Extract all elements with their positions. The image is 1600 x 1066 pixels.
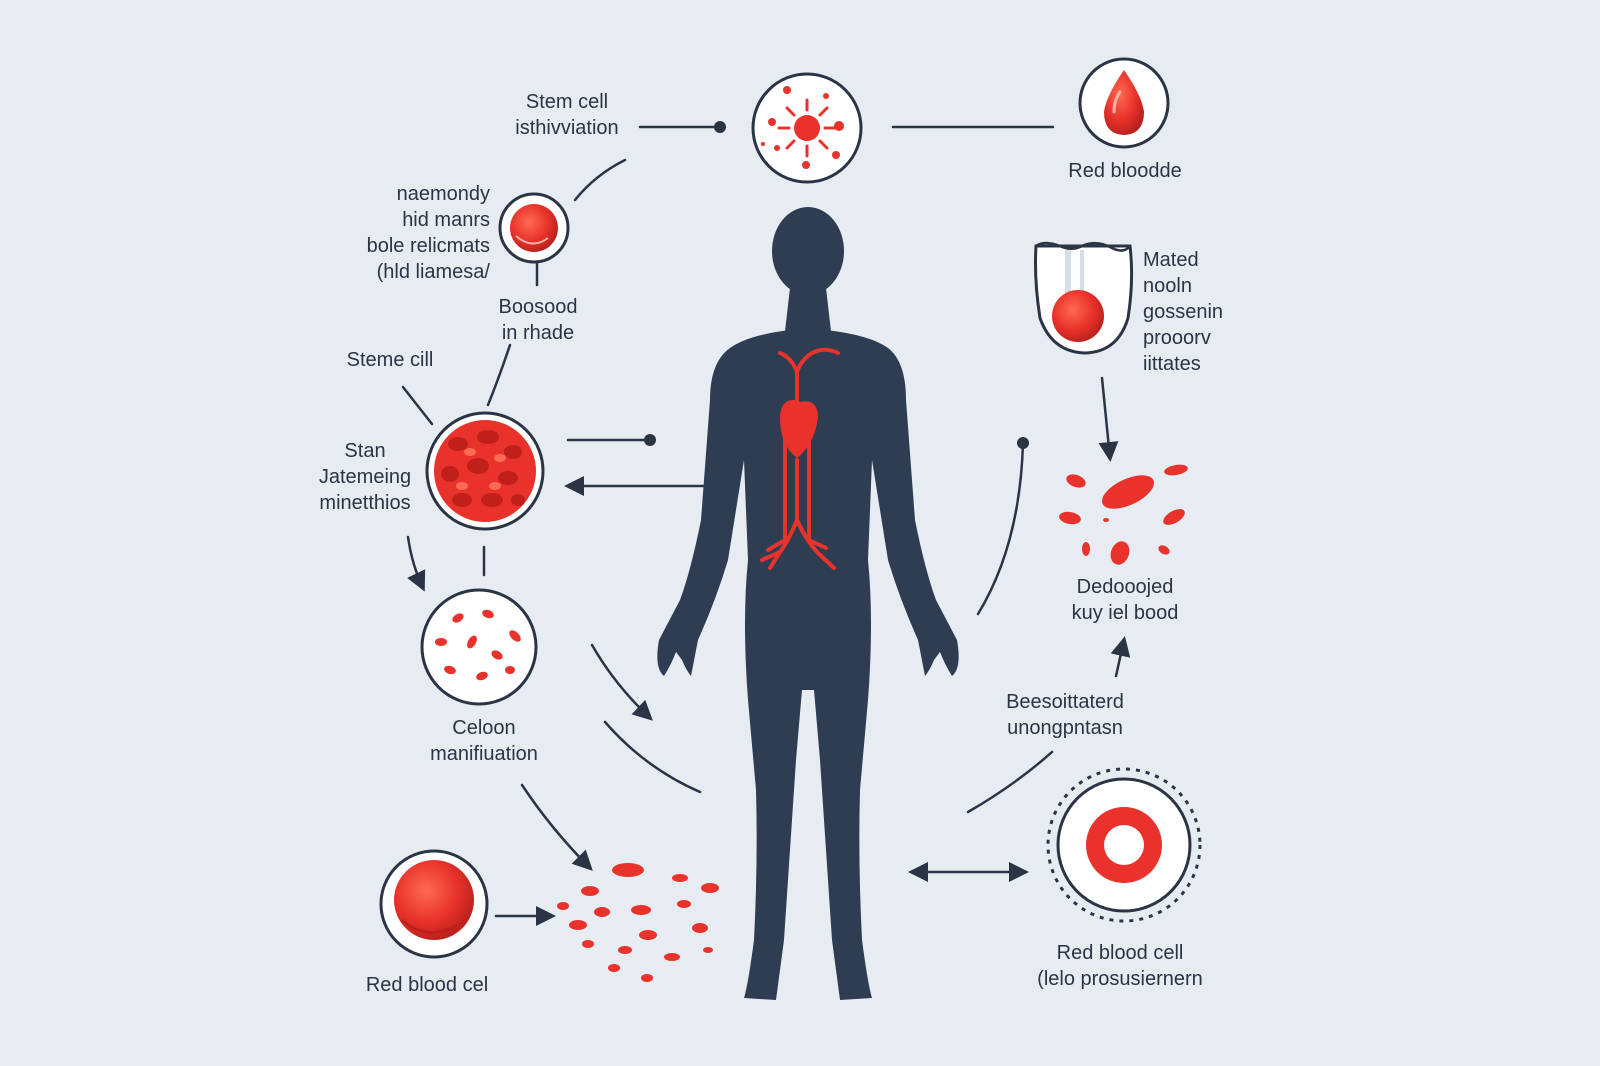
label-celoon: Celoon manifiuation xyxy=(430,717,538,765)
label-mated: Mated nooln gossenin prooorv iittates xyxy=(1143,249,1224,375)
blood-cup-icon xyxy=(1034,241,1134,355)
line-steme-to-cluster xyxy=(401,385,434,426)
label-beesoittaterd: Beesoittaterd unongpntasn xyxy=(1006,691,1124,739)
label-steme-cill: Steme cill xyxy=(346,349,434,371)
label-red-blood-cel: Red blood cel xyxy=(365,974,489,996)
curve-bees-to-ring xyxy=(966,750,1054,814)
floating-red-cells-icon xyxy=(1059,464,1188,565)
human-silhouette-icon xyxy=(657,207,959,1000)
label-decooojed: Dedooojed kuy iel bood xyxy=(1071,576,1179,624)
label-haemondy: naemondy hid manrs bole relicmats (hld l… xyxy=(366,183,490,283)
body-torso xyxy=(657,330,959,1000)
curve-body-lower xyxy=(603,720,702,794)
arrow-body-diag xyxy=(590,643,653,721)
red-cell-icon xyxy=(498,192,570,264)
body-head xyxy=(772,207,844,295)
arrow-stan-down xyxy=(406,535,426,592)
arrow-up-decooojed xyxy=(1110,636,1131,678)
label-red-blood-cell: Red blood cell (lelo prosusiernern xyxy=(1037,942,1203,990)
body-neck xyxy=(784,288,832,340)
large-red-cell-icon xyxy=(379,849,489,959)
curve-right-body xyxy=(976,437,1029,616)
label-stan: Stan Jatemeing minetthios xyxy=(318,440,412,514)
arrow-cup-down xyxy=(1098,376,1119,462)
label-red-bloodde: Red bloodde xyxy=(1068,160,1182,182)
blood-drop-icon xyxy=(1078,57,1170,149)
arrow-celoon-to-cells xyxy=(520,783,593,871)
scattered-cells-icon xyxy=(420,588,538,706)
red-particles-icon xyxy=(557,863,719,982)
ring-cell-icon xyxy=(1046,767,1202,923)
circulatory-system-icon xyxy=(760,347,840,570)
connectors xyxy=(401,121,1131,926)
stem-cell-burst-icon xyxy=(751,72,863,184)
curve-burst-to-cell xyxy=(573,158,627,202)
heart-icon xyxy=(780,399,818,458)
label-stem-cell-top: Stem cell isthivviation xyxy=(515,91,619,139)
label-boosood: Boosood in rhade xyxy=(498,296,578,344)
curve-boosood-to-cluster xyxy=(486,343,512,407)
cell-cluster-icon xyxy=(425,411,545,531)
